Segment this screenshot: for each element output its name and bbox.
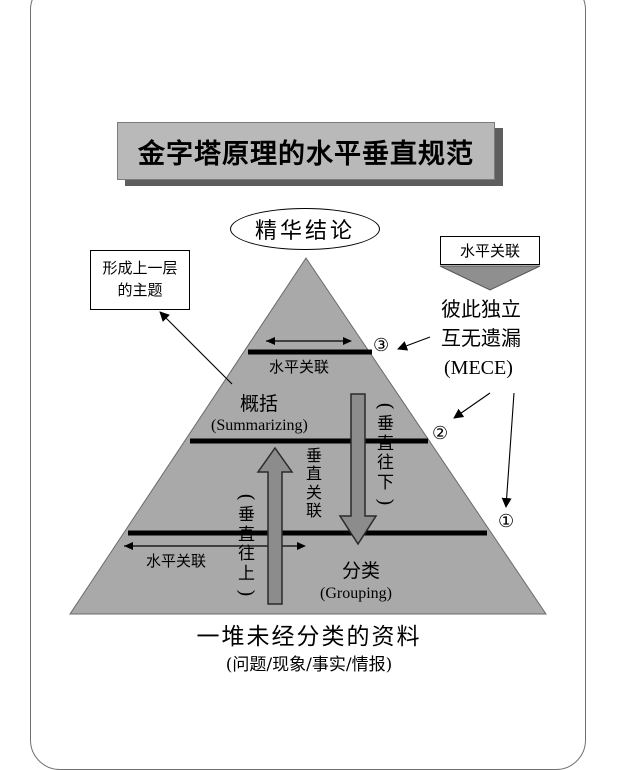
top-horizontal-label: 水平关联 (269, 358, 330, 376)
vertical-down-label: ( 垂 直 往 下 ) (373, 402, 398, 507)
base-caption: 一堆未经分类的资料 (196, 624, 422, 650)
apex-ellipse: 精华结论 (230, 208, 380, 250)
marker-2: ② (432, 423, 449, 444)
pyramid-graphic (69, 257, 547, 615)
horizontal-box-pointer (439, 265, 541, 291)
marker-1: ① (498, 511, 515, 532)
arrow-to-marker-1 (501, 392, 515, 508)
title-text: 金字塔原理的水平垂直规范 (138, 138, 474, 170)
summarizing-zh: 概括 (240, 393, 279, 415)
diagram-title: 金字塔原理的水平垂直规范 (117, 122, 495, 180)
summarizing-en: (Summarizing) (211, 417, 308, 434)
apex-label: 精华结论 (254, 219, 355, 244)
arrow-to-upper-box (159, 311, 233, 385)
arrow-to-marker-2 (453, 392, 491, 419)
up-block-arrow (256, 446, 294, 605)
pyramid-shape (69, 257, 547, 615)
arrow-to-marker-3 (397, 336, 431, 351)
vertical-relation-label: 垂 直 关 联 (306, 446, 323, 521)
upper-box-line1: 形成上一层 (102, 259, 178, 278)
grouping-zh: 分类 (342, 560, 381, 582)
mece-line2: 互无遗漏 (441, 326, 521, 350)
horizontal-relation-box: 水平关联 (440, 236, 540, 265)
vertical-up-label: ( 垂 直 往 上 ) (234, 493, 259, 598)
down-block-arrow (338, 393, 378, 546)
marker-3: ③ (373, 335, 390, 356)
horizontal-box-label: 水平关联 (459, 242, 520, 260)
mece-line1: 彼此独立 (441, 297, 521, 321)
base-subcaption: (问题/现象/事实/情报) (225, 655, 393, 675)
grouping-en: (Grouping) (320, 585, 392, 602)
upper-layer-box: 形成上一层 的主题 (90, 250, 190, 310)
bottom-horizontal-label: 水平关联 (146, 552, 207, 570)
mece-line3: (MECE) (444, 357, 513, 379)
upper-box-line2: 的主题 (117, 281, 163, 299)
